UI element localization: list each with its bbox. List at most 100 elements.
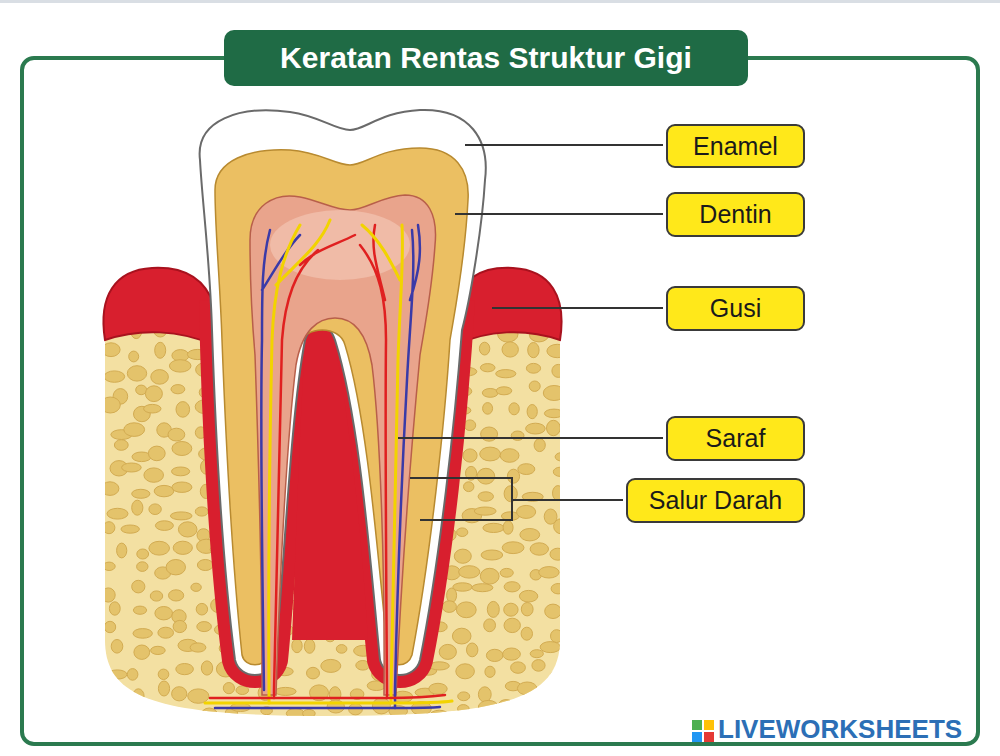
bone-pore	[452, 628, 471, 644]
bone-pore	[467, 643, 478, 657]
bone-pore	[459, 566, 480, 578]
title: Keratan Rentas Struktur Gigi	[280, 41, 692, 75]
part-label: Salur Darah	[649, 486, 782, 515]
bone-pore	[137, 549, 149, 559]
bone-pore	[485, 666, 495, 677]
bone-pore	[133, 707, 148, 720]
watermark: LIVEWORKSHEETS	[718, 714, 962, 745]
bone-pore	[480, 364, 495, 372]
bone-pore	[509, 403, 519, 415]
bone-pore	[102, 343, 120, 357]
bone-pore	[504, 618, 520, 632]
bone-pore	[201, 708, 218, 723]
bone-pore	[551, 584, 565, 594]
bone-pore	[503, 521, 513, 534]
bone-pore	[114, 440, 128, 451]
bone-pore	[502, 342, 518, 357]
bone-pore	[223, 683, 234, 694]
bone-pore	[137, 562, 148, 572]
bone-pore	[457, 528, 468, 537]
bone-pore	[547, 420, 561, 435]
bone-pore	[122, 463, 142, 472]
bone-pore	[101, 482, 119, 496]
bone-pore	[168, 428, 185, 441]
bone-pore	[511, 662, 526, 673]
bone-pore	[518, 464, 535, 475]
bone-pore	[504, 603, 518, 616]
bone-pore	[484, 619, 496, 632]
bone-pore	[155, 607, 173, 620]
bone-pore	[482, 389, 498, 398]
bone-pore	[479, 342, 489, 355]
bone-pore	[540, 642, 560, 653]
bone-pore	[464, 420, 476, 431]
bone-pore	[124, 423, 145, 437]
bone-pore	[117, 543, 127, 558]
bone-pore	[554, 690, 566, 702]
bone-pore	[545, 604, 562, 618]
bone-pore	[155, 342, 166, 358]
label-box: Saraf	[666, 416, 805, 461]
bone-pore	[478, 687, 491, 702]
bone-pore	[503, 648, 521, 660]
bone-pore	[173, 541, 192, 554]
bone-pore	[292, 639, 302, 653]
bone-pore	[439, 644, 456, 659]
bone-pore	[171, 710, 191, 721]
bone-pore	[111, 690, 130, 702]
bone-pore	[190, 643, 206, 652]
bone-pore	[551, 669, 565, 683]
bone-pore	[169, 360, 191, 372]
bone-pore	[144, 404, 161, 413]
bone-pore	[286, 709, 304, 719]
bone-pore	[155, 521, 173, 531]
label-box: Dentin	[666, 192, 805, 237]
bone-pore	[236, 686, 249, 695]
bone-pore	[429, 710, 449, 723]
bone-pore	[553, 467, 567, 476]
bone-pore	[132, 489, 150, 498]
bone-pore	[480, 568, 499, 584]
bone-pore	[458, 705, 470, 713]
bone-pore	[133, 629, 152, 639]
bone-pore	[500, 449, 519, 463]
bone-pore	[112, 701, 129, 711]
bone-pore	[173, 620, 186, 632]
bone-pore	[197, 560, 213, 571]
bone-pore	[151, 646, 166, 654]
bone-pore	[275, 687, 296, 695]
bone-pore	[456, 602, 476, 618]
bone-pore	[539, 567, 559, 578]
bone-pore	[464, 482, 474, 492]
bone-pore	[502, 542, 524, 554]
bone-pore	[546, 709, 557, 718]
watermark-icon	[692, 720, 714, 742]
bone-pore	[171, 385, 185, 394]
bone-pore	[103, 522, 115, 534]
bone-pore	[176, 402, 190, 418]
part-label: Saraf	[706, 424, 766, 453]
bone-pore	[453, 583, 472, 591]
bone-pore	[121, 525, 139, 533]
bone-pore	[543, 386, 565, 401]
bone-pore	[129, 351, 139, 362]
bone-pore	[127, 366, 146, 381]
bone-pore	[201, 661, 212, 675]
bone-pore	[158, 627, 174, 638]
bone-pore	[555, 453, 568, 461]
bone-pore	[527, 405, 537, 419]
bone-pore	[107, 508, 128, 519]
bone-pore	[154, 485, 174, 496]
bone-pore	[108, 670, 127, 679]
bone-pore	[496, 370, 516, 378]
bone-pore	[303, 709, 316, 717]
bone-pore	[103, 562, 115, 570]
bone-pore	[149, 541, 170, 555]
bone-pore	[158, 669, 169, 679]
bone-pore	[151, 370, 169, 385]
bone-pore	[100, 397, 120, 413]
bone-pore	[104, 621, 115, 632]
top-bar	[0, 0, 1000, 3]
bone-pore	[170, 512, 192, 520]
nerves-vessels	[205, 220, 452, 708]
